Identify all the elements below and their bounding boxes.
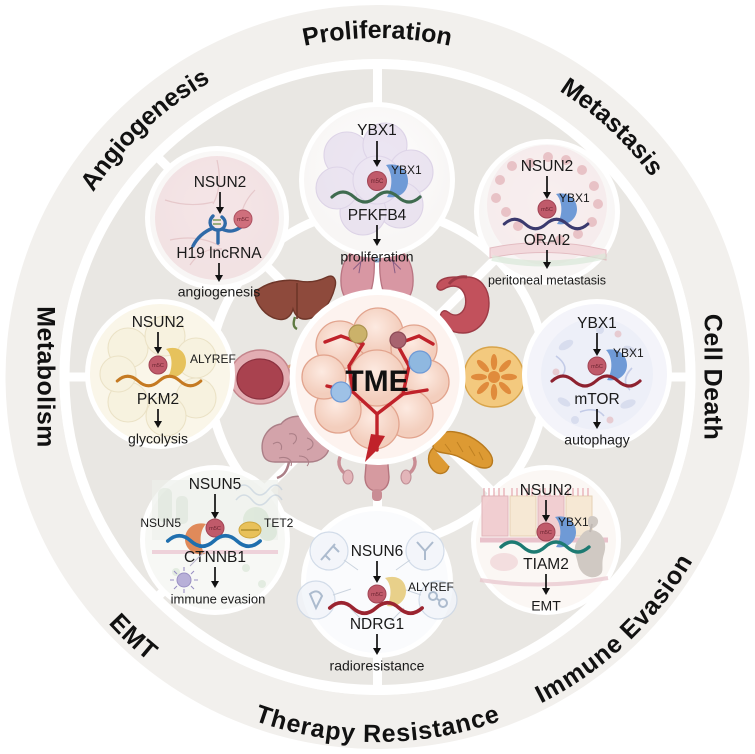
reader-protein-metabolism: m5C [148,347,186,378]
panel-writer-metabolism: NSUN2 [132,314,185,331]
panel-reader-immune-evasion: NSUN5 [140,516,181,530]
panel-outcome-metastasis: peritoneal metastasis [488,273,606,287]
m5c-mark-label: m5C [591,364,603,370]
center-tme: TME [289,289,466,465]
panel-outcome-metabolism: glycolysis [128,431,188,447]
panel-target-immune-evasion: CTNNB1 [184,549,246,566]
panel-writer-cell-death: YBX1 [577,315,617,332]
panel-outcome-angiogenesis: angiogenesis [178,284,261,300]
panel-outcome-emt: EMT [531,598,561,614]
molecule-icon [428,591,448,608]
tumor-mass [301,307,450,462]
reader-protein-cell-death: m5C [587,349,627,381]
organ-stomach [436,275,490,334]
organ-lungs [340,236,414,305]
panel-reader-cell-death: YBX1 [613,346,644,360]
m5c-mark-label: m5C [371,592,383,598]
panel-reader-metastasis: YBX1 [559,191,590,205]
organ-ovary [463,346,525,408]
panel-reader2-immune-evasion: TET2 [264,516,294,530]
panel-target-proliferation: PFKFB4 [348,207,407,224]
panel-outcome-immune-evasion: immune evasion [171,591,266,606]
panel-outcome-therapy-resistance: radioresistance [330,658,425,674]
antibody-icon [416,541,434,560]
panel-target-metastasis: ORAI2 [524,232,571,249]
reader-protein-therapy: m5C [367,576,406,607]
m5c-mark-angiogenesis: m5C [233,209,253,229]
panel-reader-metabolism: ALYREF [190,352,236,366]
outer-label-metabolism: Metabolism [31,306,59,448]
panel-emt: NSUN2 m5C YBX1 TIAM2 EMT [471,465,621,615]
panel-writer-angiogenesis: NSUN2 [194,174,247,191]
panel-writer-immune-evasion: NSUN5 [189,476,242,493]
mesenchymal-cell [574,516,606,578]
panel-metastasis: NSUN2 m5C YBX1 ORAI2 peritoneal metastas… [474,139,620,287]
outer-label-cell-death-real: Cell Death [698,314,726,440]
m5c-mark-label: m5C [209,526,221,532]
panel-immune-evasion: NSUN5 m5C NSUN5 TET2 CTNNB1 immune evasi… [140,465,294,615]
m5c-mark-label: m5C [237,217,249,223]
vessel-root [365,434,385,462]
panel-writer-therapy-resistance: NSUN6 [351,543,404,560]
m5c-mark-label: m5C [541,207,553,213]
m5c-mark-label: m5C [152,363,164,369]
m5c-mark-label: m5C [371,179,384,185]
reader-protein-tet2 [238,521,262,539]
syringe-icon [320,543,340,561]
reader-protein-proliferation: m5C [367,164,408,198]
panel-target-emt: TIAM2 [523,556,569,573]
stromal-cell [348,324,368,344]
panel-reader-therapy-resistance: ALYREF [408,580,454,594]
panel-therapy-resistance: NSUN6 m5C ALYREF NDRG1 radioresistance [296,506,458,674]
panel-writer-metastasis: NSUN2 [521,158,574,175]
panel-proliferation: YBX1 m5C PFKFB4 YBX1 proliferation [299,102,455,265]
immune-cell [408,350,432,374]
panel-metabolism: NSUN2 m5C ALYREF PKM2 glycolysis [85,299,236,449]
panel-target-metabolism: PKM2 [137,391,179,408]
radiation-icon [308,590,324,611]
panel-target-therapy-resistance: NDRG1 [350,616,404,633]
panel-cell-death: YBX1 m5C YBX1 mTOR autophagy [522,299,672,449]
base-pair-marks [213,219,221,225]
organ-liver [253,275,337,331]
panel-writer-proliferation: YBX1 [357,122,397,139]
panel-outcome-proliferation: proliferation [340,249,413,265]
reader-protein-metastasis: m5C [537,193,577,225]
reader-protein-emt: m5C [536,516,576,548]
tme-center-label: TME [345,365,408,398]
panel-outcome-cell-death: autophagy [564,432,629,448]
epithelium-bg [479,488,609,587]
panel-angiogenesis: NSUN2 m5C H19 lncRNA angiogenesis [145,146,289,300]
panel-reader-proliferation: YBX1 [391,163,422,177]
stromal-cell [389,331,407,349]
immune-cell-icon [170,551,205,593]
panel-reader-emt: YBX1 [558,515,589,529]
organ-pancreas [427,430,494,475]
panel-target-cell-death: mTOR [574,391,619,408]
m5c-mark-label: m5C [540,530,552,536]
panel-target-angiogenesis: H19 lncRNA [176,245,262,262]
therapy-modality-icons [296,531,458,623]
panel-writer-emt: NSUN2 [520,482,573,499]
immune-cell [330,381,352,403]
